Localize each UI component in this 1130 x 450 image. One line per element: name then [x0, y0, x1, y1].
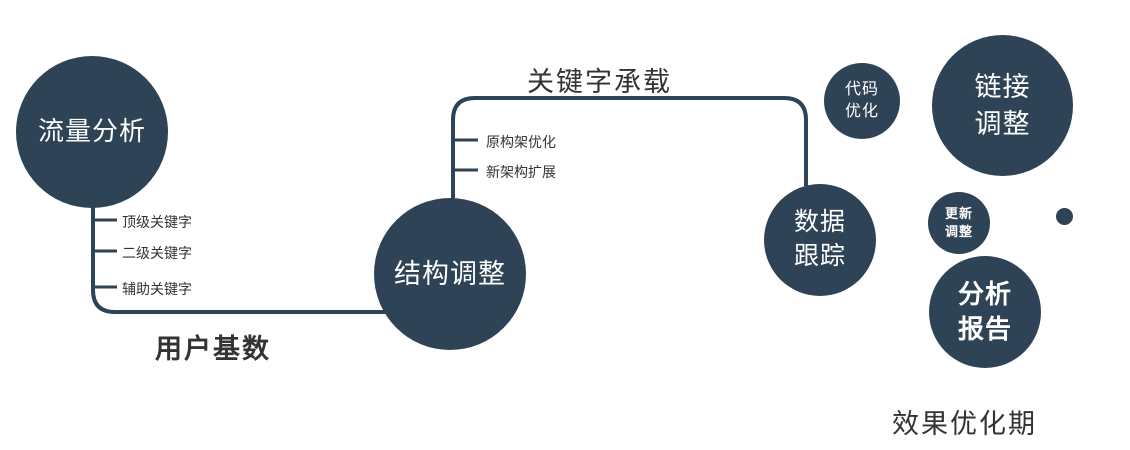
node-label-line1: 代码 [844, 81, 879, 99]
node-label-line2: 调整 [944, 224, 973, 239]
node-update-adjustment: 更新 调整 [928, 192, 990, 254]
dot-marker [1056, 208, 1073, 225]
branch-label-top-keywords: 顶级关键字 [122, 214, 192, 230]
node-label-line1: 链接 [974, 72, 1031, 103]
branch-label-second-keywords: 二级关键字 [122, 245, 192, 261]
connector-traffic-to-structure [91, 190, 398, 314]
node-label-line2: 跟踪 [793, 242, 846, 270]
node-data-tracking: 数据 跟踪 [764, 184, 876, 296]
node-traffic-analysis: 流量分析 [16, 56, 168, 208]
edge-label-effect-period: 效果优化期 [892, 409, 1037, 439]
node-label-line1: 分析 [957, 278, 1012, 309]
node-code-optimization: 代码 优化 [824, 63, 900, 139]
node-label-line2: 调整 [974, 108, 1031, 139]
node-analysis-report: 分析 报告 [929, 256, 1041, 368]
node-label-line1: 数据 [793, 208, 846, 237]
edge-label-user-base: 用户基数 [155, 334, 271, 364]
node-structure-adjust: 结构调整 [374, 198, 526, 350]
edge-label-keyword-carry: 关键字承载 [527, 67, 672, 97]
connector-structure-to-tracking [451, 96, 808, 200]
branch-label-new-architecture: 新架构扩展 [486, 164, 556, 180]
node-label-line2: 报告 [957, 314, 1012, 344]
node-link-adjustment: 链接 调整 [932, 35, 1073, 176]
branch-label-auxiliary-keywords: 辅助关键字 [122, 281, 192, 297]
branch-label-original-architecture: 原构架优化 [486, 134, 556, 150]
node-label-line2: 优化 [844, 103, 879, 120]
node-label: 结构调整 [394, 258, 506, 289]
node-label-line1: 更新 [944, 205, 973, 221]
node-label: 流量分析 [37, 116, 146, 147]
